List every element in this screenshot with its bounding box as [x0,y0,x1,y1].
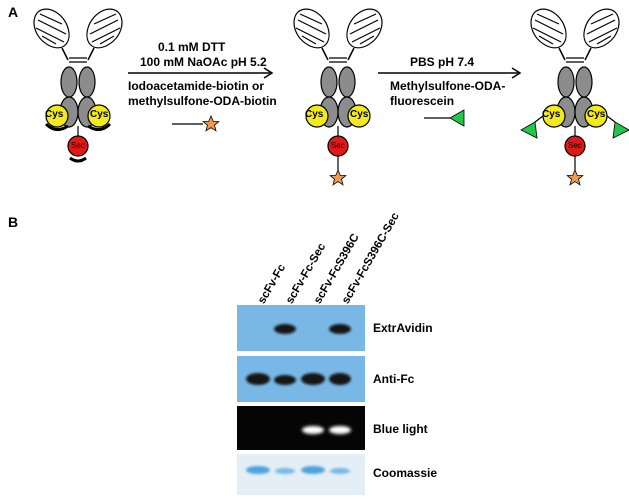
blot-label-coomassie: Coomassie [373,466,438,480]
cys-label-2r: Cys [350,109,369,120]
band-extravidin-lane2 [274,324,296,334]
blot-label-extravidin: ExtrAvidin [373,321,433,335]
blot-panel-group [237,305,365,495]
antibody-dual-labeled [520,8,629,186]
arrow-step2 [378,67,522,79]
step2-line3: fluorescein [390,94,455,108]
band-coomassie-lane3 [301,466,325,474]
band-bluelight-lane3 [302,426,324,434]
cys-label-3r: Cys [587,109,606,120]
blot-label-anti-fc: Anti-Fc [373,372,415,386]
band-extravidin-lane4 [329,324,351,334]
band-bluelight-lane4 [329,426,351,434]
band-antifc-lane2 [274,375,296,385]
band-antifc-lane1 [246,373,270,385]
antibody-initial [33,8,123,163]
arrow-step1 [128,67,274,79]
step2-line2: Methylsulfone-ODA- [390,79,506,93]
band-antifc-lane3 [301,373,325,385]
fluorescein-reagent-symbol [424,109,465,127]
step1-line2: 100 mM NaOAc pH 5.2 [140,55,267,69]
cys-label-1r: Cys [90,109,109,120]
band-coomassie-lane1 [246,466,270,474]
band-coomassie-lane4 [330,468,350,474]
step1-line4: methylsulfone-ODA-biotin [128,94,277,108]
panel-b-label: B [8,214,19,230]
blot-anti-fc [237,356,365,402]
sec-label-2: Sec [331,141,345,150]
blot-label-blue-light: Blue light [373,422,428,436]
cys-label-3l: Cys [542,109,561,120]
panel-a-label: A [8,4,19,20]
panel-a-schematic [33,8,629,186]
blot-extravidin [237,305,365,351]
blot-blue-light [237,406,365,450]
antibody-biotinylated [293,8,383,186]
step1-line3: Iodoacetamide-biotin or [128,79,265,93]
band-antifc-lane4 [329,373,351,385]
cys-label-2l: Cys [305,109,324,120]
step1-line1: 0.1 mM DTT [158,40,226,54]
sec-label-3: Sec [568,141,582,150]
sec-label-1: Sec [71,141,85,150]
blot-coomassie [237,454,365,495]
cys-label-1l: Cys [45,109,64,120]
step2-line1: PBS pH 7.4 [410,55,475,69]
band-coomassie-lane2 [275,468,295,474]
biotin-reagent-symbol [172,115,220,132]
